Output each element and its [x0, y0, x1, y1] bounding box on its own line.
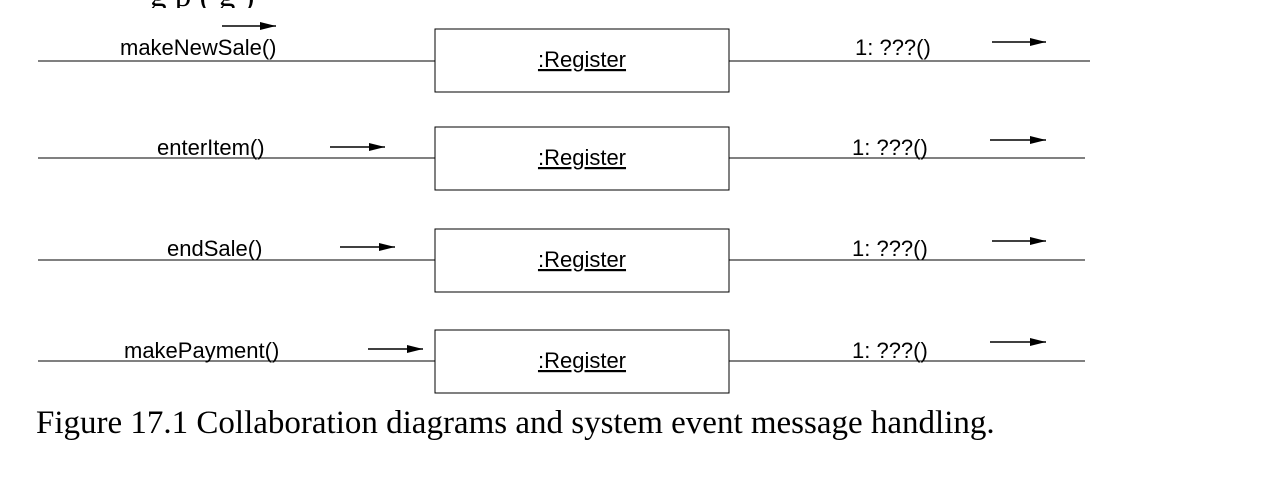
register-object-box — [434, 126, 730, 191]
register-object-box — [434, 228, 730, 293]
out-message-label: 1: ???() — [852, 338, 928, 363]
row-make-payment: makePayment() :Register 1: ???() — [38, 329, 1085, 394]
out-message-label: 1: ???() — [852, 236, 928, 261]
row-make-new-sale: makeNewSale() :Register 1: ???() — [38, 22, 1090, 93]
in-message-label: makeNewSale() — [120, 35, 277, 60]
collaboration-diagram: makeNewSale() :Register 1: ???() enterIt… — [38, 22, 1090, 394]
in-message-label: endSale() — [167, 236, 262, 261]
object-label: :Register — [538, 145, 626, 170]
object-label: :Register — [538, 348, 626, 373]
figure-caption: Figure 17.1 Collaboration diagrams and s… — [36, 405, 995, 441]
object-label: :Register — [538, 247, 626, 272]
register-object-box — [434, 28, 730, 93]
object-label: :Register — [538, 47, 626, 72]
row-end-sale: endSale() :Register 1: ???() — [38, 228, 1085, 293]
row-enter-item: enterItem() :Register 1: ???() — [38, 126, 1085, 191]
in-message-label: makePayment() — [124, 338, 279, 363]
out-message-label: 1: ???() — [852, 135, 928, 160]
out-message-label: 1: ???() — [855, 35, 931, 60]
cropped-top-text: g p ( g ) — [0, 0, 1278, 8]
in-message-label: enterItem() — [157, 135, 265, 160]
register-object-box — [434, 329, 730, 394]
